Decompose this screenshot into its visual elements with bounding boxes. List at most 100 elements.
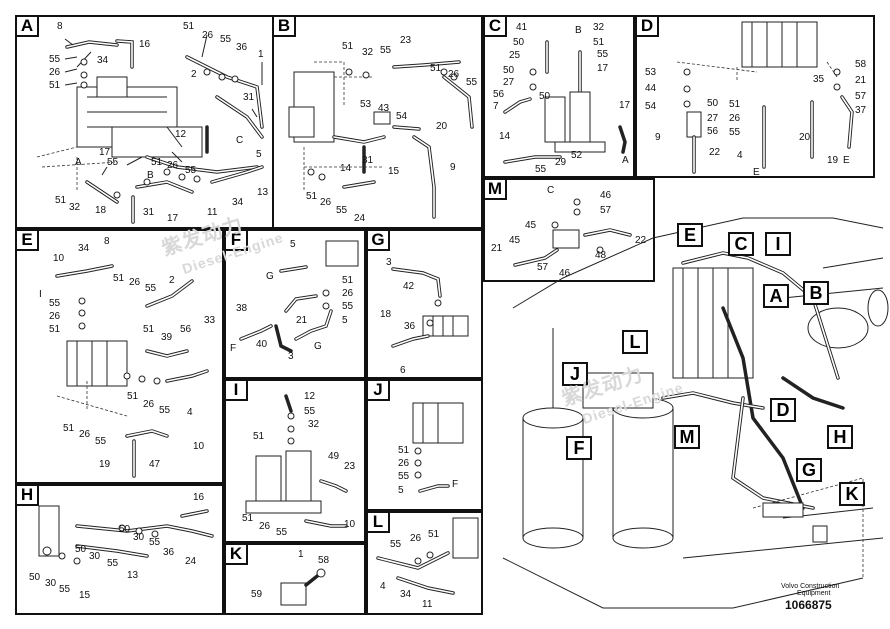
label: 7 bbox=[493, 101, 499, 112]
label: 26 bbox=[49, 311, 61, 322]
label: 5 bbox=[398, 485, 404, 496]
label: 37 bbox=[855, 105, 867, 116]
label: 18 bbox=[380, 309, 392, 320]
label: 33 bbox=[204, 315, 216, 326]
label: 55 bbox=[342, 301, 354, 312]
label: 57 bbox=[537, 262, 549, 273]
panel-d-drawing bbox=[676, 21, 854, 174]
label: 27 bbox=[707, 113, 719, 124]
callout-m[interactable]: M bbox=[674, 425, 700, 449]
label: 26 bbox=[410, 533, 422, 544]
label: 55 bbox=[336, 205, 348, 216]
label: 51 bbox=[253, 431, 265, 442]
label: 50 bbox=[707, 98, 719, 109]
label: 56 bbox=[707, 126, 719, 137]
label: 55 bbox=[149, 537, 161, 548]
callout-h[interactable]: H bbox=[827, 425, 853, 449]
label: 19 bbox=[99, 459, 111, 470]
label: 21 bbox=[491, 243, 503, 254]
panel-d: D 58 21 53 44 54 50 27 56 22 51 26 55 35… bbox=[635, 15, 875, 178]
label: 2 bbox=[169, 275, 175, 286]
panel-j-drawing bbox=[412, 402, 464, 493]
panel-e: E 10 34 8 I 51 26 55 2 55 26 51 51 39 56… bbox=[15, 229, 224, 484]
label: 55 bbox=[59, 584, 71, 595]
label: 55 bbox=[95, 436, 107, 447]
callout-a[interactable]: A bbox=[763, 284, 789, 308]
panel-k-drawing bbox=[280, 568, 326, 606]
label: 56 bbox=[493, 89, 505, 100]
label: 51 bbox=[63, 423, 75, 434]
label: 24 bbox=[354, 213, 366, 224]
panel-i-tag: I bbox=[226, 381, 248, 401]
label: 8 bbox=[104, 236, 110, 247]
label: 26 bbox=[79, 429, 91, 440]
label: 15 bbox=[388, 166, 400, 177]
label: 42 bbox=[403, 281, 415, 292]
label: 41 bbox=[516, 22, 528, 33]
label: 3 bbox=[386, 257, 392, 268]
label: 47 bbox=[149, 459, 161, 470]
label: 18 bbox=[95, 205, 107, 216]
label: 44 bbox=[645, 83, 657, 94]
label: 16 bbox=[193, 492, 205, 503]
callout-d[interactable]: D bbox=[770, 398, 796, 422]
label: 5 bbox=[290, 239, 296, 250]
panel-e-drawing bbox=[55, 264, 209, 478]
panel-j: J 51 26 55 5 F bbox=[366, 379, 483, 511]
label: 59 bbox=[251, 589, 263, 600]
label: 26 bbox=[342, 288, 354, 299]
label: 55 bbox=[729, 127, 741, 138]
label: 5 bbox=[256, 149, 262, 160]
panel-m: M C 46 57 45 21 45 57 46 48 22 bbox=[483, 178, 655, 282]
panel-h: H 16 50 30 55 36 24 50 30 55 13 50 30 55… bbox=[15, 484, 224, 615]
label: 23 bbox=[400, 35, 412, 46]
footer-code: 1066875 bbox=[785, 598, 832, 612]
label: 26 bbox=[398, 458, 410, 469]
label: 58 bbox=[318, 555, 330, 566]
label: G bbox=[314, 341, 322, 352]
callout-i[interactable]: I bbox=[765, 232, 791, 256]
label: 38 bbox=[236, 303, 248, 314]
label: 9 bbox=[655, 132, 661, 143]
panel-i-drawing bbox=[245, 394, 348, 528]
label: 31 bbox=[243, 92, 255, 103]
panel-b-drawing bbox=[288, 60, 474, 219]
label: 16 bbox=[139, 39, 151, 50]
label: 53 bbox=[360, 99, 372, 110]
label: E bbox=[753, 167, 760, 178]
label: 51 bbox=[729, 99, 741, 110]
callout-c[interactable]: C bbox=[728, 232, 754, 256]
label: 54 bbox=[396, 111, 408, 122]
label: 26 bbox=[129, 277, 141, 288]
label: 35 bbox=[813, 74, 825, 85]
label: 13 bbox=[257, 187, 269, 198]
label: B bbox=[147, 170, 154, 181]
label: 6 bbox=[400, 365, 406, 376]
callout-g[interactable]: G bbox=[796, 458, 822, 482]
label: 29 bbox=[555, 157, 567, 168]
callout-l[interactable]: L bbox=[622, 330, 648, 354]
label: 32 bbox=[308, 419, 320, 430]
label: 26 bbox=[167, 160, 179, 171]
callout-k[interactable]: K bbox=[839, 482, 865, 506]
label: 55 bbox=[49, 54, 61, 65]
panel-c-tag: C bbox=[485, 17, 507, 37]
label: 53 bbox=[645, 67, 657, 78]
label: 50 bbox=[75, 544, 87, 555]
label: 51 bbox=[183, 21, 195, 32]
footer-brand-line2: Equipment bbox=[797, 590, 831, 597]
label: 51 bbox=[593, 37, 605, 48]
label: 2 bbox=[191, 69, 197, 80]
panel-d-tag: D bbox=[637, 17, 659, 37]
label: 10 bbox=[193, 441, 205, 452]
label: A bbox=[75, 157, 82, 168]
label: 51 bbox=[428, 529, 440, 540]
label: 55 bbox=[398, 471, 410, 482]
label: 15 bbox=[79, 590, 91, 601]
callout-j[interactable]: J bbox=[562, 362, 588, 386]
callout-b[interactable]: B bbox=[803, 281, 829, 305]
label: 55 bbox=[535, 164, 547, 175]
panel-c-drawing bbox=[503, 40, 627, 164]
callout-e[interactable]: E bbox=[677, 223, 703, 247]
callout-f[interactable]: F bbox=[566, 436, 592, 460]
